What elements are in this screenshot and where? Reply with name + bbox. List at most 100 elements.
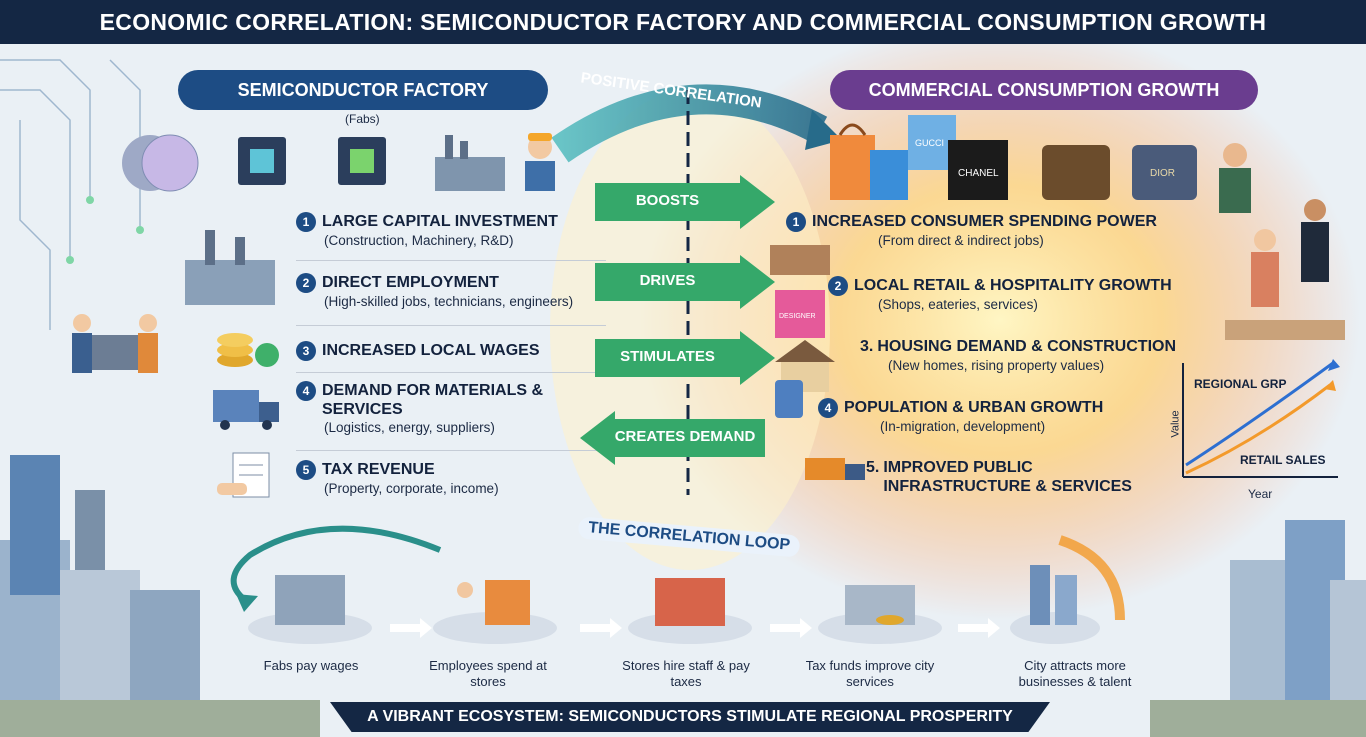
consumption-item-sub: (Shops, eateries, services): [878, 297, 1038, 312]
consumption-item-head: INCREASED CONSUMER SPENDING POWER: [812, 213, 1157, 231]
factory-item-head: LARGE CAPITAL INVESTMENT: [322, 213, 558, 231]
consumption-item-sub: (From direct & indirect jobs): [878, 233, 1044, 248]
consumption-item-icons: DESIGNER: [770, 245, 865, 480]
factory-item-num: 3: [296, 341, 316, 361]
graph-label-retail: RETAIL SALES: [1240, 453, 1326, 467]
loop-return-arrow: [230, 525, 442, 603]
retail-sales-line: [1185, 383, 1331, 475]
graph-y-label: Value: [1169, 410, 1182, 438]
graph-label-grp: REGIONAL GRP: [1194, 377, 1287, 391]
arrow-label-boosts: BOOSTS: [635, 192, 700, 209]
arrow-stimulates: [595, 331, 775, 385]
mini-line-graph: [1182, 359, 1340, 478]
consumption-item-sub: (In-migration, development): [880, 419, 1046, 434]
positive-correlation-curve: [551, 84, 828, 163]
title-bar: ECONOMIC CORRELATION: SEMICONDUCTOR FACT…: [0, 0, 1366, 44]
factory-item-sub: (Construction, Machinery, R&D): [324, 233, 514, 248]
loop-step-3: Stores hire staff & pay taxes: [622, 658, 750, 689]
dior-bag-icon: DIOR: [1132, 145, 1197, 200]
factory-item-num: 1: [296, 212, 316, 232]
consumption-item-1: 1 INCREASED CONSUMER SPENDING POWER (From…: [786, 212, 1181, 249]
loop-step-5: City attracts more businesses & talent: [1018, 658, 1132, 689]
factory-item-sub: (Logistics, energy, suppliers): [324, 420, 495, 435]
phone-icon: [775, 380, 803, 418]
loop-illustrations: [248, 565, 1100, 644]
consumption-header: COMMERCIAL CONSUMPTION GROWTH: [830, 70, 1258, 110]
handbag-icon: [1042, 145, 1110, 200]
factory-item-sub: (Property, corporate, income): [324, 481, 499, 496]
loop-step-2: Employees spend at stores: [429, 658, 547, 689]
fabs-label: (Fabs): [345, 112, 380, 126]
arrow-creates-demand: [580, 411, 765, 465]
factory-item-4: 4 DEMAND FOR MATERIALS & SERVICES (Logist…: [296, 381, 596, 436]
factory-icon: [435, 135, 505, 191]
loop-step-1: Fabs pay wages: [263, 658, 359, 673]
consumption-item-head: HOUSING DEMAND & CONSTRUCTION: [877, 338, 1177, 356]
center-arrows: [580, 175, 775, 465]
divider: [296, 372, 606, 373]
consumption-item-num: 1: [786, 212, 806, 232]
chanel-bag-icon: CHANEL: [948, 140, 1008, 200]
factory-item-2: 2 DIRECT EMPLOYMENT (High-skilled jobs, t…: [296, 273, 616, 310]
consumption-item-num: 3.: [860, 338, 874, 355]
bag-brand-text: DIOR: [1150, 168, 1175, 179]
tax-document-icon: [217, 452, 270, 498]
shoppers-illustration: [1219, 143, 1345, 340]
plant-icon: [185, 230, 275, 305]
loop-store-icon: [628, 578, 752, 644]
divider: [296, 325, 606, 326]
truck-delivery-icon: [805, 458, 865, 480]
factory-item-1: 1 LARGE CAPITAL INVESTMENT (Construction,…: [296, 212, 616, 249]
city-left: [0, 455, 320, 737]
bag-brand-text: CHANEL: [958, 168, 999, 179]
factory-icons-row: [122, 133, 555, 192]
factory-item-head: DIRECT EMPLOYMENT: [322, 274, 499, 292]
arrow-boosts: [595, 175, 775, 229]
bag-brand-text: GUCCI: [915, 138, 944, 148]
orange-bag-icon: [830, 123, 875, 200]
factory-item-num: 2: [296, 273, 316, 293]
consumption-item-3: 3.HOUSING DEMAND & CONSTRUCTION (New hom…: [860, 337, 1220, 374]
factory-item-num: 5: [296, 460, 316, 480]
arrow-drives: [595, 255, 775, 309]
loop-step-arrows: [390, 618, 1000, 638]
consumption-item-head: POPULATION & URBAN GROWTH: [844, 399, 1104, 417]
loop-fab-icon: [248, 575, 372, 644]
coins-icon: [217, 333, 279, 367]
engineer-icon: [525, 133, 555, 191]
blue-bag-icon: [870, 150, 908, 200]
divider: [296, 260, 606, 261]
arrow-label-drives: DRIVES: [639, 272, 696, 289]
consumption-item-num: 5.: [866, 459, 880, 476]
shoebox-icon: [770, 245, 830, 275]
bottom-banner: A VIBRANT ECOSYSTEM: SEMICONDUCTORS STIM…: [330, 702, 1050, 732]
consumption-item-head: IMPROVED PUBLIC INFRASTRUCTURE & SERVICE…: [883, 459, 1132, 495]
arrow-label-creates-demand: CREATES DEMAND: [614, 428, 756, 445]
factory-item-head: INCREASED LOCAL WAGES: [322, 342, 540, 360]
workers-illustration: [72, 314, 158, 373]
consumption-item-num: 2: [828, 276, 848, 296]
truck-icon: [213, 390, 279, 430]
chip-icon-2: [338, 137, 386, 185]
divider: [296, 450, 606, 451]
grp-line: [1185, 361, 1334, 467]
consumption-item-head: LOCAL RETAIL & HOSPITALITY GROWTH: [854, 277, 1172, 295]
factory-item-num: 4: [296, 381, 316, 401]
designer-bag-icon: DESIGNER: [775, 290, 825, 338]
factory-item-sub: (High-skilled jobs, technicians, enginee…: [324, 294, 574, 309]
factory-item-head: DEMAND FOR MATERIALS & SERVICES: [322, 382, 544, 418]
factory-item-3: 3 INCREASED LOCAL WAGES: [296, 341, 616, 361]
arrow-label-stimulates: STIMULATES: [620, 348, 715, 365]
shopping-bags-row: GUCCI CHANEL DIOR: [830, 115, 1197, 200]
city-right: [1150, 520, 1366, 737]
bag-brand-text: DESIGNER: [779, 313, 816, 320]
loop-employees-icon: [433, 580, 557, 644]
chip-icon: [238, 137, 286, 185]
graph-x-label: Year: [1248, 487, 1273, 501]
factory-header: SEMICONDUCTOR FACTORY: [178, 70, 548, 110]
loop-city-icon: [1010, 565, 1100, 644]
loop-bank-icon: [818, 585, 942, 644]
consumption-item-5: 5.IMPROVED PUBLIC INFRASTRUCTURE & SERVI…: [866, 458, 1166, 496]
